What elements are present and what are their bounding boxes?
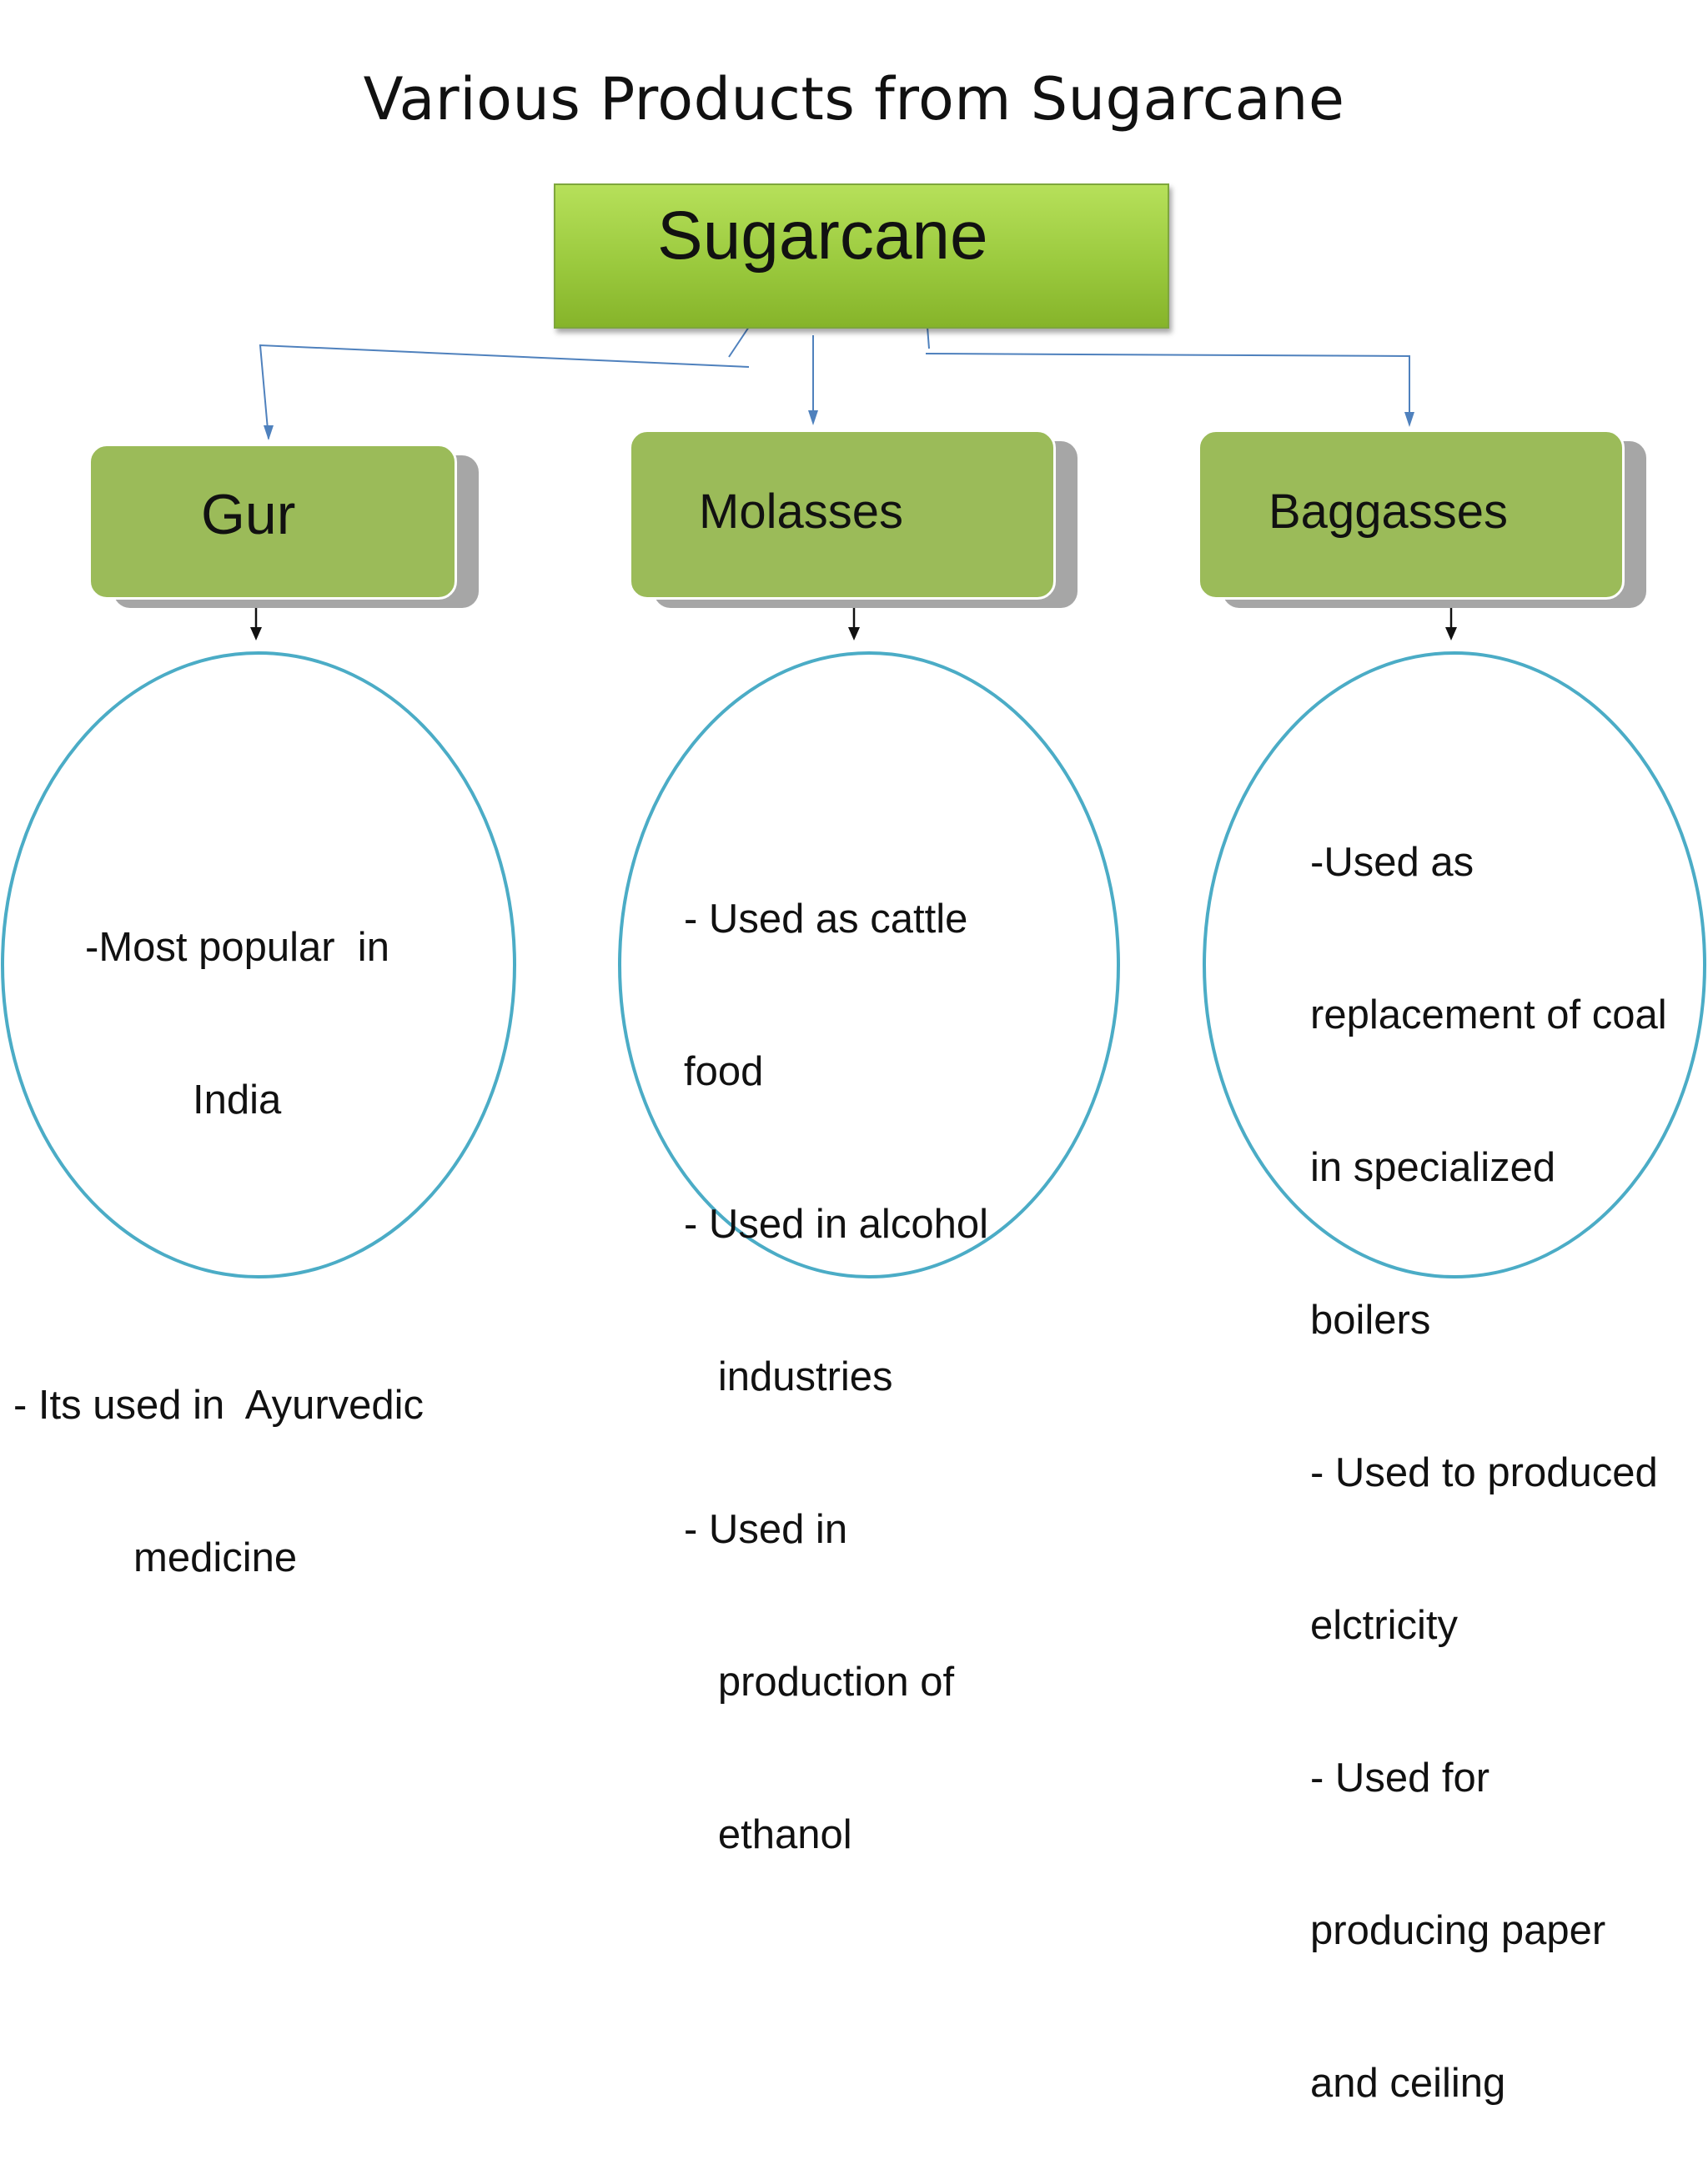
baggasses-uses-bubble	[1203, 651, 1706, 1278]
baggasses-use-line: and ceiling	[1310, 2061, 1506, 2106]
gur-use-line: -Most popular in	[85, 925, 389, 970]
molasses-use-line: - Used in	[684, 1507, 848, 1552]
molasses-card	[629, 429, 1056, 600]
connector-to-gur	[259, 326, 750, 440]
molasses-label: Molasses	[699, 485, 903, 539]
baggasses-use-line: replacement of coal	[1310, 992, 1667, 1037]
gur-uses-text: -Most popular in India - Its used in Ayu…	[13, 821, 497, 1635]
gur-use-line: medicine	[133, 1535, 298, 1580]
baggasses-use-line: - Used for	[1310, 1756, 1490, 1801]
connector-to-baggasses	[925, 326, 1410, 415]
molasses-use-line: industries	[684, 1354, 893, 1399]
molasses-use-line: ethanol	[684, 1812, 852, 1857]
molasses-use-line: - Used in alcohol	[684, 1202, 988, 1247]
baggasses-use-line: -Used as	[1310, 840, 1474, 885]
molasses-uses-text: - Used as cattle food - Used in alcohol …	[684, 792, 1034, 1911]
baggasses-use-line: - Used to produced	[1310, 1450, 1658, 1495]
baggasses-use-line: producing paper	[1310, 1908, 1606, 1953]
baggasses-card	[1198, 429, 1625, 600]
gur-use-line	[13, 1228, 497, 1278]
baggasses-use-line: elctricity	[1310, 1603, 1458, 1648]
baggasses-use-line: in specialized	[1310, 1145, 1556, 1190]
gur-card	[88, 444, 457, 600]
molasses-use-line: - Used as cattle	[684, 897, 968, 942]
baggasses-uses-text: -Used as replacement of coal in speciali…	[1310, 736, 1702, 2160]
connector-layer	[1, 326, 1706, 1278]
gur-use-line: India	[193, 1077, 282, 1123]
molasses-use-line: food	[684, 1049, 764, 1094]
gur-use-line: - Its used in Ayurvedic	[13, 1383, 424, 1428]
slide-title: Various Products from Sugarcane	[363, 65, 1345, 133]
sugarcane-node	[554, 183, 1169, 329]
sugarcane-label: Sugarcane	[657, 198, 988, 274]
molasses-uses-bubble	[618, 651, 1120, 1278]
gur-label: Gur	[201, 483, 296, 546]
baggasses-label: Baggasses	[1268, 485, 1508, 539]
baggasses-use-line: boilers	[1310, 1298, 1431, 1343]
molasses-use-line: production of	[684, 1660, 955, 1705]
gur-uses-bubble	[1, 651, 516, 1278]
